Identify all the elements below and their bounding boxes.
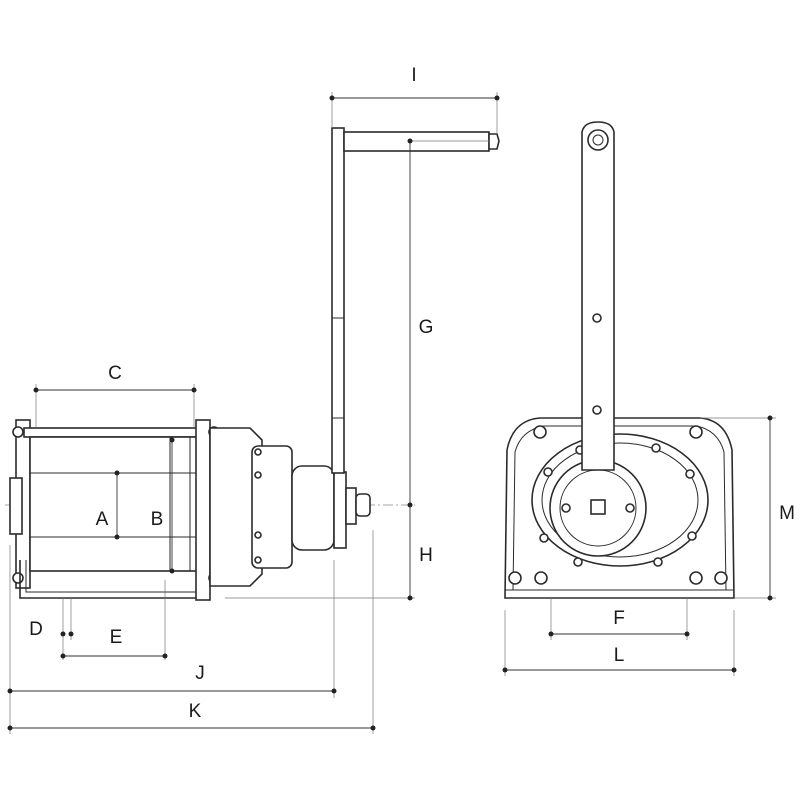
dim-dot — [114, 470, 120, 476]
bolt-icon — [254, 556, 262, 564]
label-f: F — [613, 608, 625, 629]
dim-dot — [407, 138, 413, 144]
label-l: L — [614, 645, 625, 666]
bolt-icon — [689, 425, 703, 439]
dim-dot — [68, 631, 74, 637]
dim-dot — [162, 653, 168, 659]
base-frame-inner — [25, 560, 199, 593]
label-i: I — [411, 65, 416, 86]
bolt-icon — [539, 533, 549, 543]
dim-dot — [7, 688, 13, 694]
bolt-icon — [508, 571, 522, 585]
bolt-icon — [254, 448, 262, 456]
dim-dot — [767, 415, 773, 421]
dim-dot — [407, 595, 413, 601]
brake-drum — [291, 465, 335, 551]
label-c: C — [108, 363, 122, 384]
grip-end — [488, 133, 500, 150]
base-plate — [504, 589, 735, 599]
gearbox — [251, 445, 293, 569]
dim-dot — [7, 725, 13, 731]
dim-dot — [60, 653, 66, 659]
adjust-hole — [592, 313, 602, 323]
bolt-icon — [689, 571, 703, 585]
bolt-icon — [543, 467, 553, 477]
bolt-icon — [254, 531, 262, 539]
gear-cover-inner — [541, 442, 699, 558]
crank-grip — [343, 131, 490, 152]
dim-dot — [494, 95, 500, 101]
bolt-icon — [685, 469, 695, 479]
pivot-hole-inner — [592, 134, 604, 146]
dim-dot — [731, 667, 737, 673]
label-k: K — [189, 701, 202, 722]
adjust-hole — [592, 405, 602, 415]
bolt-icon — [625, 503, 635, 513]
bolt-icon — [12, 572, 24, 584]
right-flange — [195, 419, 211, 601]
shaft-collar — [345, 487, 357, 525]
dim-dot — [502, 667, 508, 673]
bolt-icon — [254, 471, 262, 479]
label-b: B — [151, 509, 164, 530]
label-a: A — [96, 509, 109, 530]
dim-dot — [191, 387, 197, 393]
ratchet — [333, 471, 347, 549]
bolt-icon — [714, 571, 728, 585]
dim-dot — [169, 437, 175, 443]
bolt-icon — [12, 426, 24, 438]
dim-dot — [114, 534, 120, 540]
dim-dot — [331, 688, 337, 694]
drum — [29, 436, 201, 572]
bolt-icon — [653, 557, 663, 567]
dim-dot — [33, 387, 39, 393]
label-d: D — [29, 619, 43, 640]
tie-bar — [23, 427, 211, 438]
front-view: M F L — [502, 121, 795, 676]
dim-dot — [60, 631, 66, 637]
left-hub — [9, 477, 23, 535]
bolt-icon — [533, 425, 547, 439]
dim-dot — [169, 568, 175, 574]
shaft-end — [355, 493, 371, 517]
bolt-icon — [573, 557, 583, 567]
label-m: M — [779, 503, 795, 524]
label-h: H — [419, 545, 433, 566]
gear-housing — [209, 427, 263, 587]
dim-dot — [548, 631, 554, 637]
dim-dot — [329, 95, 335, 101]
label-e: E — [110, 627, 123, 648]
bolt-icon — [561, 503, 571, 513]
dim-dot — [767, 595, 773, 601]
square-shaft-icon — [590, 499, 606, 515]
dim-dot — [684, 631, 690, 637]
side-view: I G H C A B D — [5, 65, 500, 734]
crank-arm — [331, 127, 345, 474]
bolt-icon — [687, 531, 697, 541]
dim-dot — [370, 725, 376, 731]
bolt-icon — [651, 443, 661, 453]
bolt-icon — [534, 571, 548, 585]
label-j: J — [195, 663, 205, 684]
crank-arm-front — [581, 121, 615, 471]
pivot-hole — [587, 129, 609, 151]
label-g: G — [419, 317, 434, 338]
